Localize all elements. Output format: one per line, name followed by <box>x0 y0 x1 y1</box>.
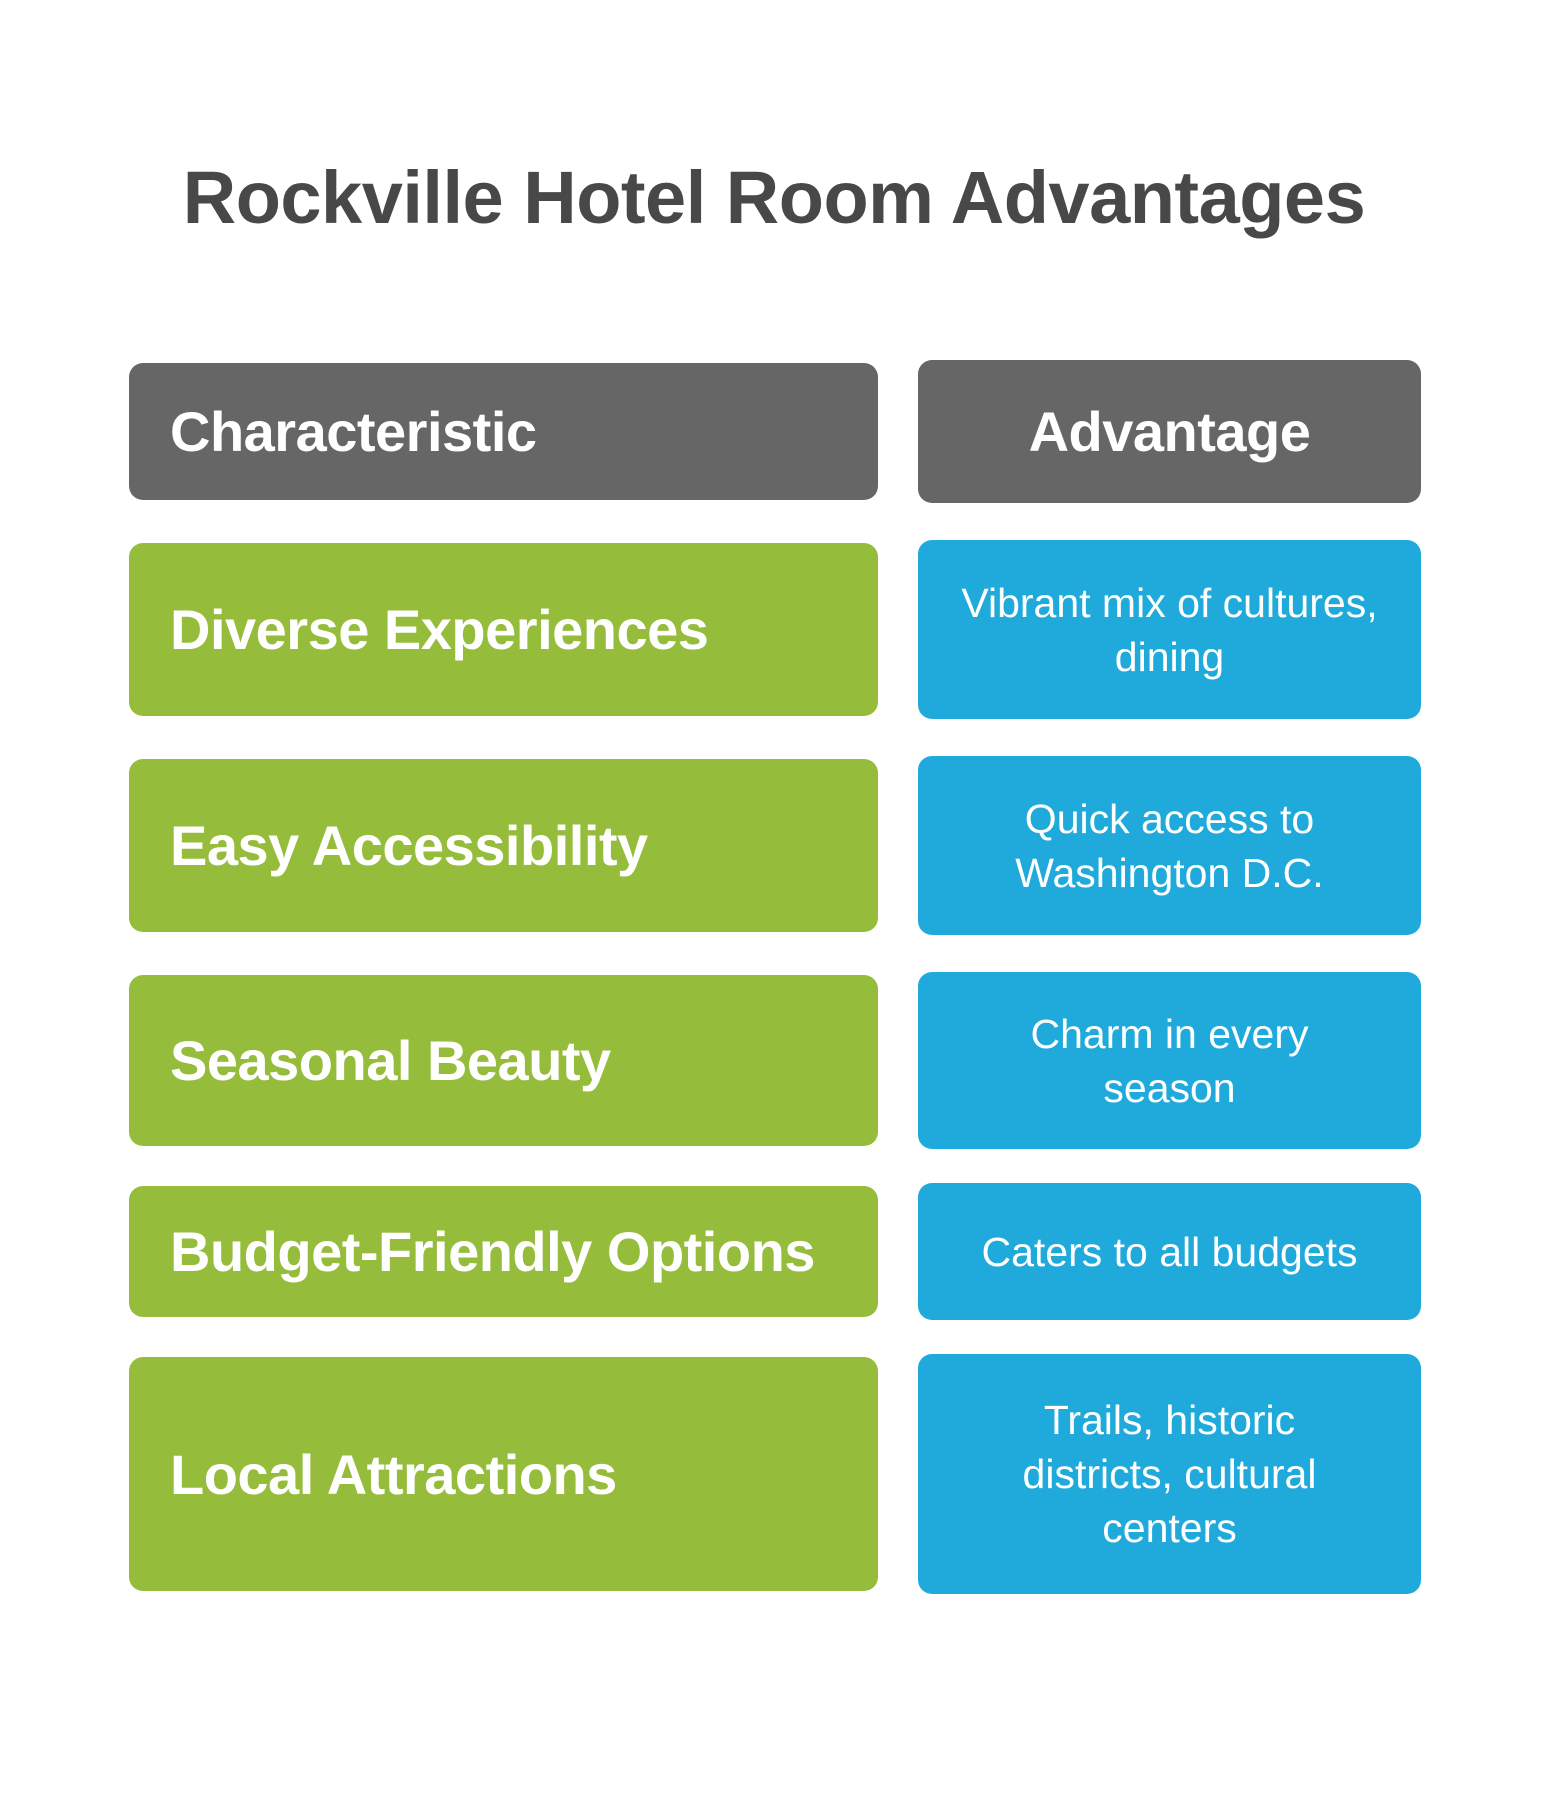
characteristic-cell: Local Attractions <box>129 1357 878 1591</box>
characteristic-label: Easy Accessibility <box>170 814 648 877</box>
advantage-cell: Trails, historic districts, cultural cen… <box>918 1354 1421 1594</box>
characteristic-cell: Easy Accessibility <box>129 759 878 932</box>
characteristic-label: Seasonal Beauty <box>170 1029 611 1092</box>
characteristic-cell: Budget-Friendly Options <box>129 1186 878 1317</box>
characteristic-cell: Diverse Experiences <box>129 543 878 716</box>
advantage-label: Vibrant mix of cultures, dining <box>961 579 1378 680</box>
advantage-cell: Charm in every season <box>918 972 1421 1149</box>
advantage-cell: Vibrant mix of cultures, dining <box>918 540 1421 719</box>
advantage-label: Trails, historic districts, cultural cen… <box>1022 1397 1317 1551</box>
header-advantage-label: Advantage <box>1028 400 1311 463</box>
advantage-label: Quick access to Washington D.C. <box>1015 795 1324 896</box>
header-characteristic: Characteristic <box>129 363 878 500</box>
characteristic-label: Local Attractions <box>170 1442 617 1506</box>
characteristic-cell: Seasonal Beauty <box>129 975 878 1146</box>
characteristic-label: Budget-Friendly Options <box>170 1220 815 1283</box>
advantage-label: Caters to all budgets <box>981 1228 1358 1275</box>
diagram-title: Rockville Hotel Room Advantages <box>182 156 1366 239</box>
advantage-cell: Quick access to Washington D.C. <box>918 756 1421 935</box>
advantage-label: Charm in every season <box>1030 1010 1309 1111</box>
header-advantage: Advantage <box>918 360 1421 503</box>
header-characteristic-label: Characteristic <box>170 400 537 463</box>
advantage-cell: Caters to all budgets <box>918 1183 1421 1320</box>
characteristic-label: Diverse Experiences <box>170 598 709 661</box>
